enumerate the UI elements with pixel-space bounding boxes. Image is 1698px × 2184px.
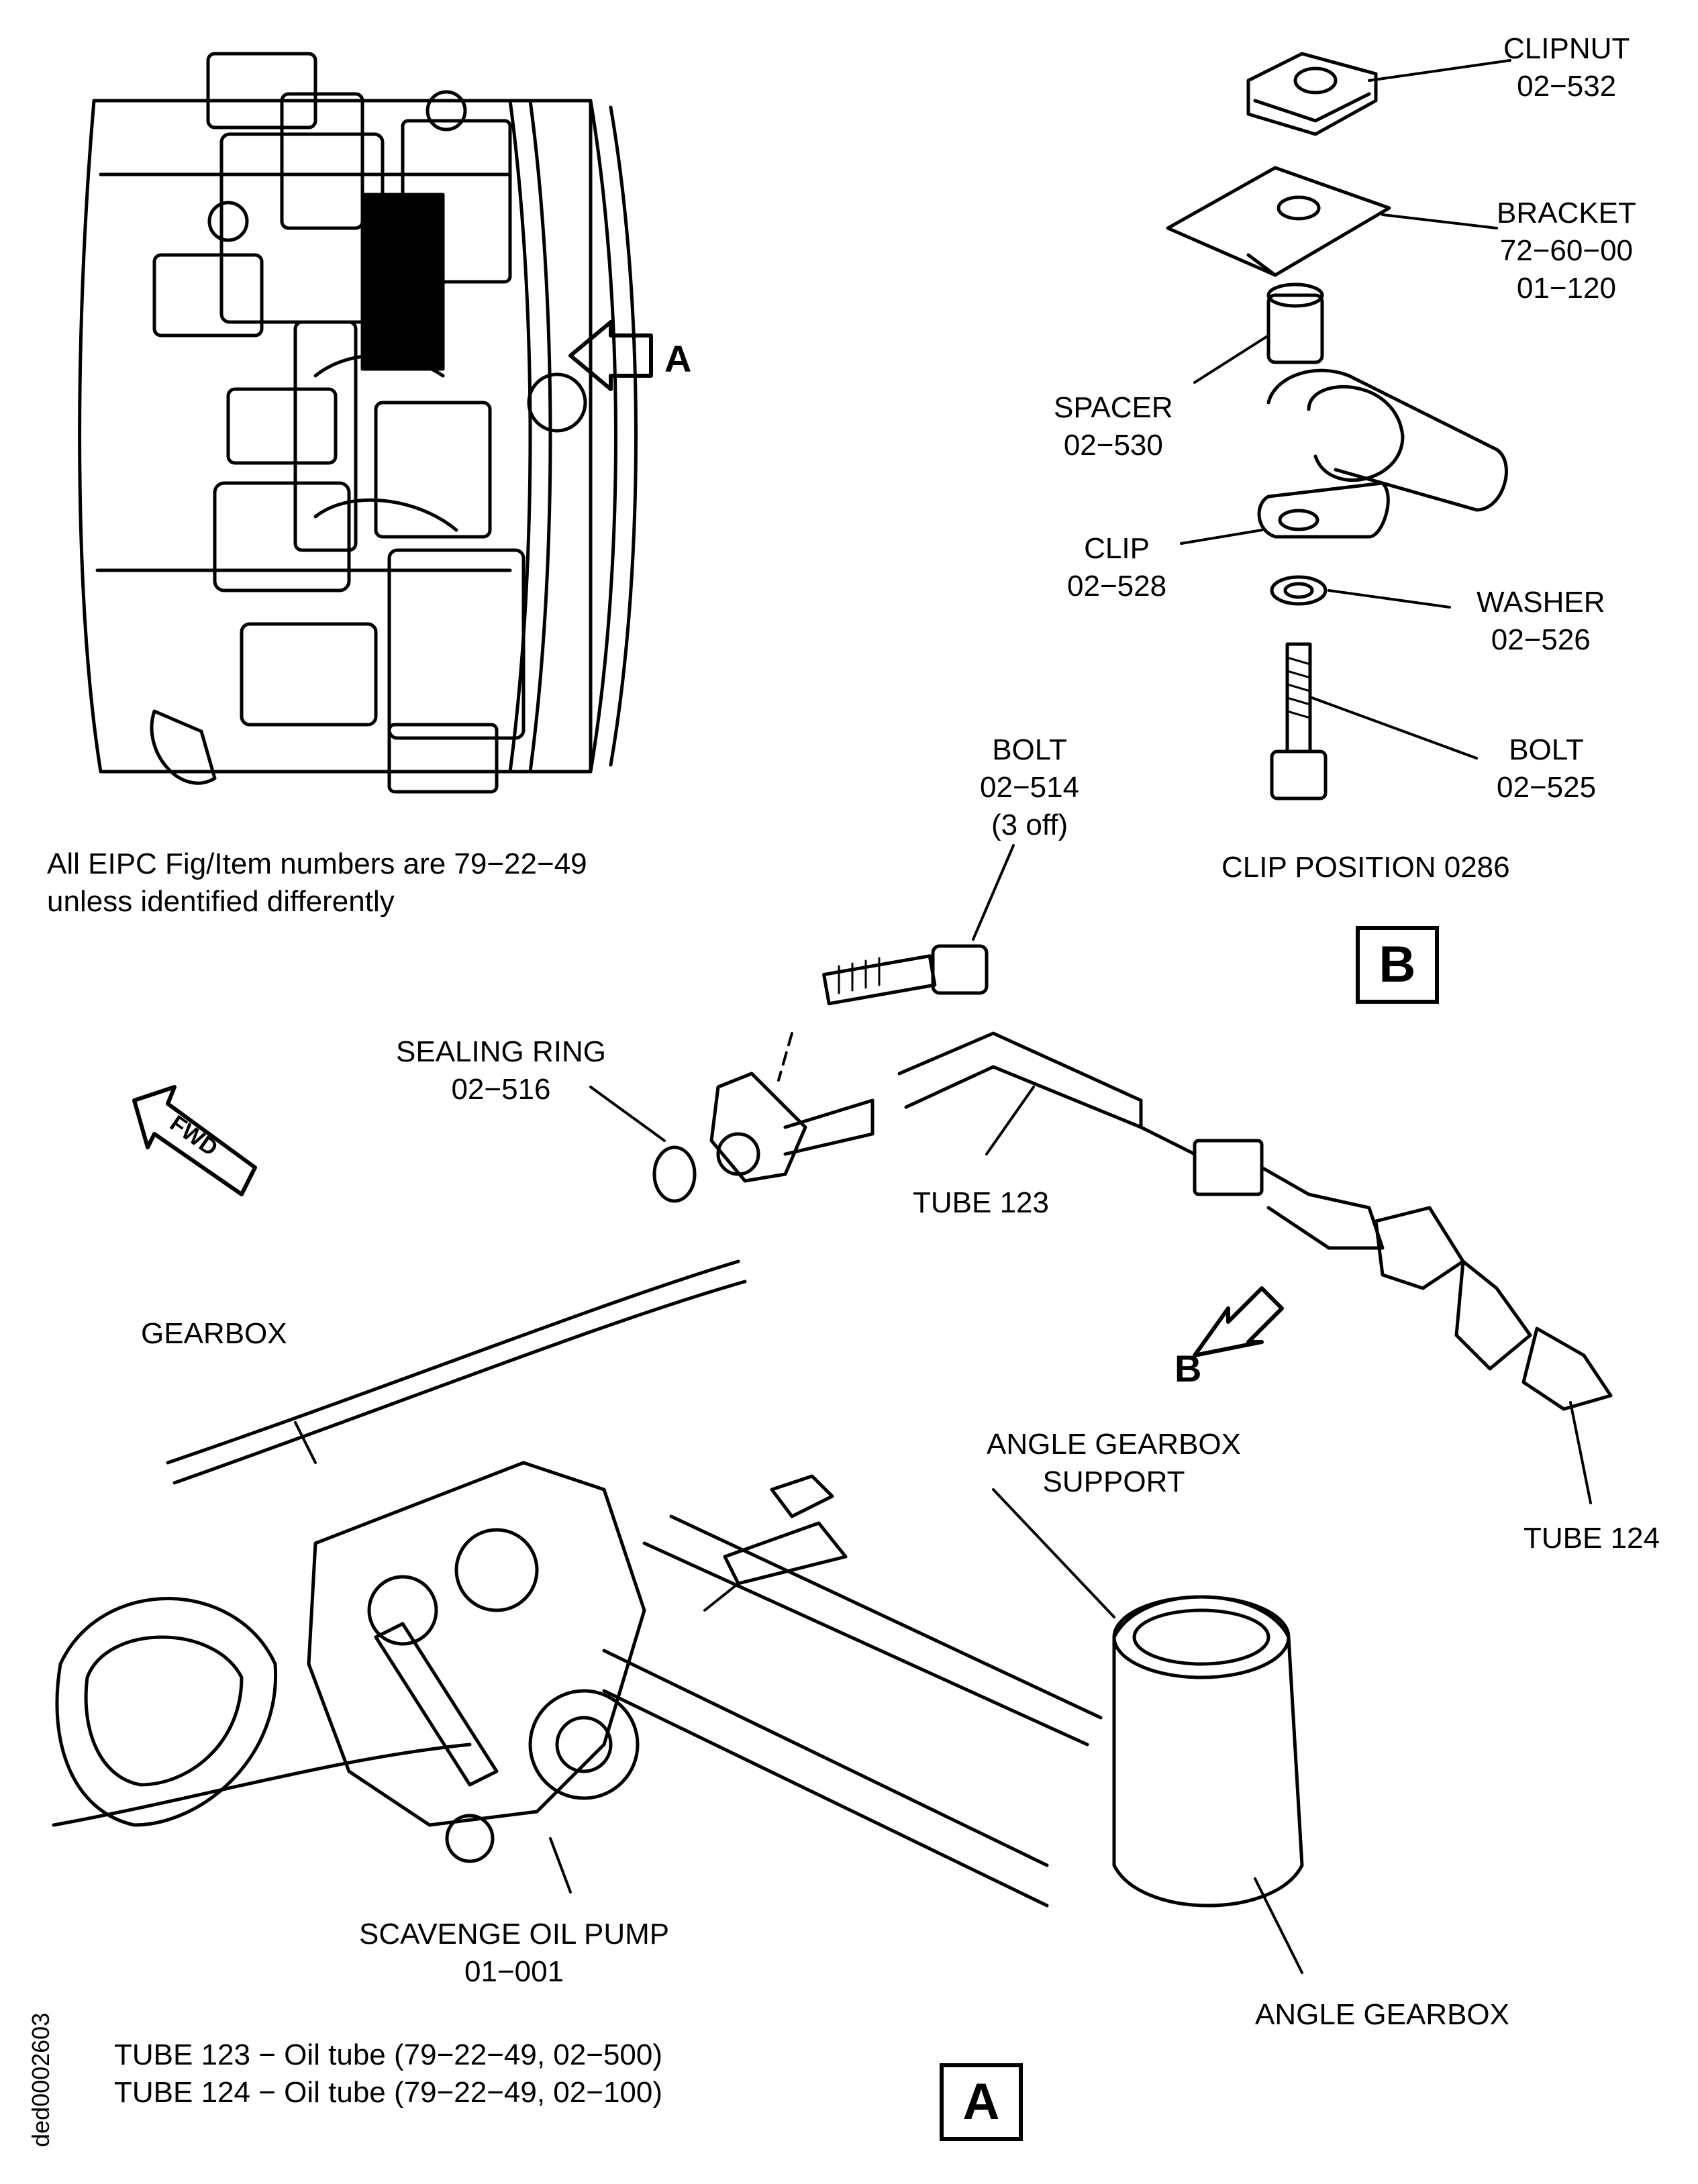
tube-legend-line2: TUBE 124 − Oil tube (79−22−49, 02−100) (114, 2076, 663, 2109)
callout-clipnut-name: CLIPNUT (1503, 32, 1630, 65)
drawing-id: ded0002603 (27, 2012, 54, 2147)
callout-washer: WASHER 02−526 (1477, 584, 1605, 659)
callout-scavenge-oil-pump-ref: 01−001 (464, 1955, 564, 1988)
callout-bolt-b-ref: 02−525 (1497, 771, 1597, 804)
detail-a-label: A (940, 2063, 1023, 2141)
engine-overview-illustration (78, 52, 653, 794)
callout-clipnut-ref: 02−532 (1517, 70, 1617, 103)
callout-washer-name: WASHER (1477, 586, 1605, 619)
callout-bolt-b: BOLT 02−525 (1497, 731, 1596, 807)
callout-spacer-name: SPACER (1054, 391, 1173, 424)
eipc-note: All EIPC Fig/Item numbers are 79−22−49 u… (47, 845, 587, 921)
callout-sealing-ring-ref: 02−516 (451, 1073, 551, 1106)
clip-position-caption: CLIP POSITION 0286 (1221, 851, 1510, 884)
eipc-note-line2: unless identified differently (47, 885, 395, 918)
callout-sealing-ring: SEALING RING 02−516 (396, 1033, 606, 1108)
tube-legend-line1: TUBE 123 − Oil tube (79−22−49, 02−500) (114, 2038, 663, 2071)
view-a-arrow-label: A (664, 337, 692, 380)
callout-clipnut: CLIPNUT 02−532 (1503, 30, 1630, 105)
callout-bracket: BRACKET 72−60−00 01−120 (1497, 195, 1636, 307)
clip-detail-illustration (1166, 52, 1511, 800)
callout-clip-name: CLIP (1084, 532, 1150, 565)
callout-tube-124: TUBE 124 (1524, 1522, 1660, 1555)
callout-spacer: SPACER 02−530 (1054, 389, 1173, 464)
callout-bolt-a-qty: (3 off) (991, 809, 1068, 841)
callout-washer-ref: 02−526 (1491, 623, 1591, 656)
callout-clip-ref: 02−528 (1067, 570, 1167, 603)
assembly-illustration (52, 844, 1613, 1974)
callout-tube-123: TUBE 123 (913, 1186, 1049, 1219)
callout-clip: CLIP 02−528 (1067, 530, 1166, 605)
callout-bracket-ref2: 01−120 (1516, 272, 1616, 305)
callout-bolt-a: BOLT 02−514 (3 off) (980, 731, 1079, 844)
callout-scavenge-oil-pump-name: SCAVENGE OIL PUMP (359, 1918, 670, 1951)
eipc-note-line1: All EIPC Fig/Item numbers are 79−22−49 (47, 847, 587, 880)
callout-spacer-ref: 02−530 (1063, 429, 1163, 462)
callout-sealing-ring-name: SEALING RING (396, 1035, 606, 1068)
callout-gearbox: GEARBOX (141, 1317, 287, 1350)
callout-scavenge-oil-pump: SCAVENGE OIL PUMP 01−001 (359, 1916, 669, 1991)
callout-angle-gearbox: ANGLE GEARBOX (1255, 1998, 1510, 2031)
callout-bracket-ref: 72−60−00 (1499, 234, 1634, 267)
callout-angle-gearbox-support: ANGLE GEARBOX SUPPORT (987, 1426, 1241, 1501)
detail-b-label: B (1356, 926, 1439, 1004)
callout-angle-gearbox-support-name: ANGLE GEARBOX (987, 1428, 1242, 1461)
callout-angle-gearbox-support-name2: SUPPORT (1042, 1465, 1185, 1498)
callout-bracket-name: BRACKET (1497, 197, 1636, 229)
tube-legend: TUBE 123 − Oil tube (79−22−49, 02−500) T… (114, 2036, 662, 2112)
view-b-arrow-label: B (1175, 1347, 1202, 1390)
callout-bolt-a-name: BOLT (992, 733, 1067, 766)
callout-bolt-a-ref: 02−514 (980, 771, 1080, 804)
callout-bolt-b-name: BOLT (1509, 733, 1584, 766)
